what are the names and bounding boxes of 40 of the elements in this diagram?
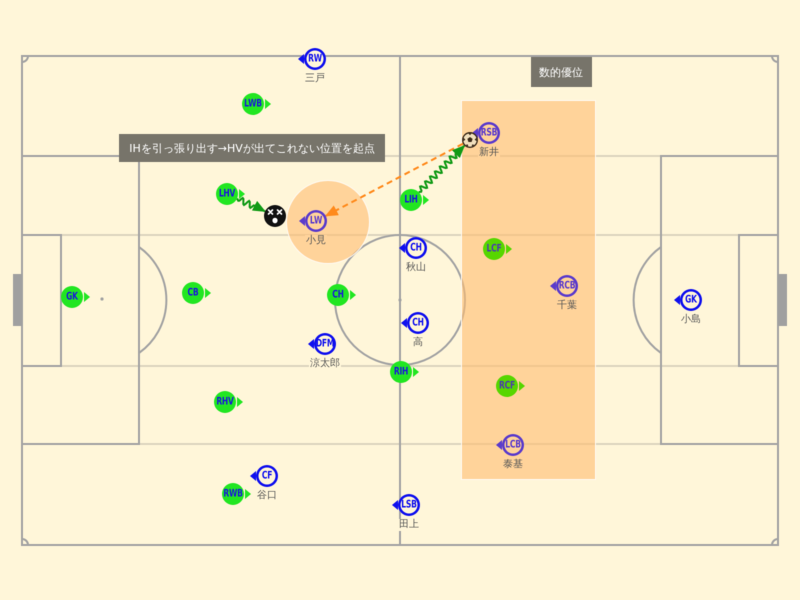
player-name: 秋山	[405, 262, 427, 274]
position-label: RSB	[480, 128, 498, 138]
position-label: GK	[66, 292, 78, 302]
position-label: LW	[310, 216, 322, 226]
position-label: RWB	[223, 488, 243, 500]
position-label: RW	[308, 54, 322, 64]
position-label: GK	[685, 294, 697, 306]
position-label: RIH	[394, 366, 408, 378]
position-label: DFM	[316, 338, 334, 350]
position-label: LSB	[401, 500, 417, 510]
player-name: 田上	[398, 519, 420, 531]
player-name: 涼太郎	[309, 358, 341, 370]
position-label: LWB	[244, 98, 262, 110]
position-label: CF	[262, 470, 272, 482]
position-label: LIH	[404, 194, 418, 206]
position-label: LCB	[505, 440, 521, 450]
position-label: RCF	[499, 380, 515, 392]
player-name: 小見	[305, 235, 327, 247]
player-name: 小島	[680, 314, 702, 326]
position-label: RHV	[216, 396, 234, 408]
position-label: CB	[188, 288, 198, 298]
player-name: 高	[412, 337, 424, 349]
caption-banner: IHを引っ張り出す→HVが出てこれない位置を起点	[119, 134, 385, 162]
dizzy-face-icon	[264, 205, 286, 227]
note-box: 数的優位	[530, 57, 592, 87]
wavy-arrow	[236, 196, 266, 212]
position-label: CH	[412, 318, 424, 328]
soccer-ball-icon	[462, 132, 478, 148]
position-label: LCF	[486, 244, 502, 254]
player-name: 千葉	[556, 300, 578, 312]
position-label: RCB	[558, 280, 576, 292]
player-name: 泰基	[502, 459, 524, 471]
player-name: 谷口	[256, 490, 278, 502]
position-label: LHV	[218, 188, 236, 200]
position-label: CH	[332, 290, 344, 300]
wavy-arrow	[418, 144, 466, 194]
dashed-arrow	[324, 142, 464, 217]
player-name: 三戸	[304, 73, 326, 85]
player-name: 新井	[478, 147, 500, 159]
position-label: CH	[410, 242, 422, 254]
